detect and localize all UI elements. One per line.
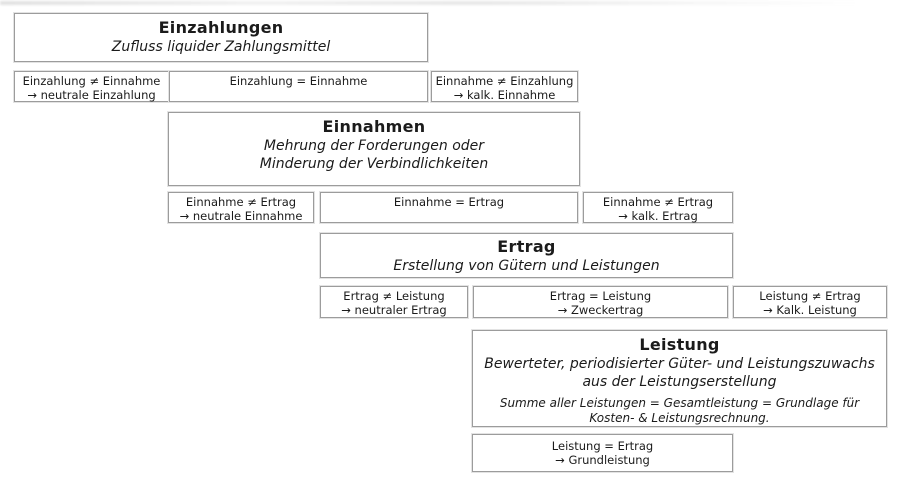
leistung-subtitle-line1: Bewerteter, periodisierter Güter- und Le… bbox=[484, 356, 875, 372]
leistung-note-line1: Summe aller Leistungen = Gesamtleistung … bbox=[499, 396, 860, 410]
cell-line: Einnahme = Ertrag bbox=[393, 195, 505, 209]
cell-line: Einnahme ≠ Ertrag bbox=[602, 195, 714, 209]
neutraler-ertrag-cell: Ertrag ≠ Leistung → neutraler Ertrag bbox=[320, 286, 468, 318]
einnahmen-box: Einnahmen Mehrung der Forderungen oder M… bbox=[168, 112, 580, 186]
leistung-subtitle-line2: aus der Leistungserstellung bbox=[582, 374, 777, 390]
ertrag-box: Ertrag Erstellung von Gütern und Leistun… bbox=[320, 233, 733, 278]
kalk-einnahme-cell: Einnahme ≠ Einzahlung → kalk. Einnahme bbox=[431, 71, 578, 102]
cell-line: Einzahlung = Einnahme bbox=[229, 74, 368, 88]
zweckertrag-cell: Ertrag = Leistung → Zweckertrag bbox=[473, 286, 728, 318]
grundleistung-cell: Leistung = Ertrag → Grundleistung bbox=[472, 434, 733, 472]
cell-line: Ertrag = Leistung bbox=[549, 289, 652, 303]
einnahmen-title: Einnahmen bbox=[322, 117, 426, 136]
cell-line: Einnahme ≠ Einzahlung bbox=[435, 74, 574, 88]
kalk-leistung-cell: Leistung ≠ Ertrag → Kalk. Leistung bbox=[733, 286, 887, 318]
cell-line: → neutrale Einzahlung bbox=[27, 88, 156, 102]
leistung-box: Leistung Bewerteter, periodisierter Güte… bbox=[472, 330, 887, 427]
scan-artifact bbox=[0, 1, 860, 5]
cell-line: Leistung = Ertrag bbox=[551, 439, 654, 453]
ertrag-title: Ertrag bbox=[497, 237, 556, 256]
einnahme-gleich-ertrag-cell: Einnahme = Ertrag bbox=[320, 192, 578, 223]
neutrale-einnahme-cell: Einnahme ≠ Ertrag → neutrale Einnahme bbox=[168, 192, 314, 223]
einzahlungen-subtitle: Zufluss liquider Zahlungsmittel bbox=[111, 39, 331, 55]
einzahlungen-box: Einzahlungen Zufluss liquider Zahlungsmi… bbox=[14, 13, 428, 62]
cell-line: Leistung ≠ Ertrag bbox=[759, 289, 861, 303]
einzahlung-gleich-einnahme-cell: Einzahlung = Einnahme bbox=[169, 71, 428, 102]
cell-line: → Kalk. Leistung bbox=[763, 303, 857, 317]
cell-line: → kalk. Einnahme bbox=[453, 88, 556, 102]
leistung-note-line2: Kosten- & Leistungsrechnung. bbox=[589, 411, 770, 425]
kalk-ertrag-cell: Einnahme ≠ Ertrag → kalk. Ertrag bbox=[583, 192, 733, 223]
einzahlungen-title: Einzahlungen bbox=[158, 18, 284, 37]
cell-line: → Zweckertrag bbox=[557, 303, 644, 317]
cell-line: → neutraler Ertrag bbox=[341, 303, 447, 317]
einnahmen-subtitle-line1: Mehrung der Forderungen oder bbox=[263, 138, 485, 154]
cell-line: → kalk. Ertrag bbox=[618, 209, 698, 223]
cell-line: Einzahlung ≠ Einnahme bbox=[22, 74, 161, 88]
leistung-title: Leistung bbox=[639, 335, 720, 354]
cell-line: Einnahme ≠ Ertrag bbox=[185, 195, 297, 209]
einzahlung-neutral-cell: Einzahlung ≠ Einnahme → neutrale Einzahl… bbox=[14, 71, 169, 102]
cell-line: → neutrale Einnahme bbox=[179, 209, 303, 223]
cell-line: Ertrag ≠ Leistung bbox=[343, 289, 445, 303]
einnahmen-subtitle-line2: Minderung der Verbindlichkeiten bbox=[259, 156, 489, 172]
ertrag-subtitle: Erstellung von Gütern und Leistungen bbox=[393, 258, 660, 274]
cell-line: → Grundleistung bbox=[555, 453, 650, 467]
